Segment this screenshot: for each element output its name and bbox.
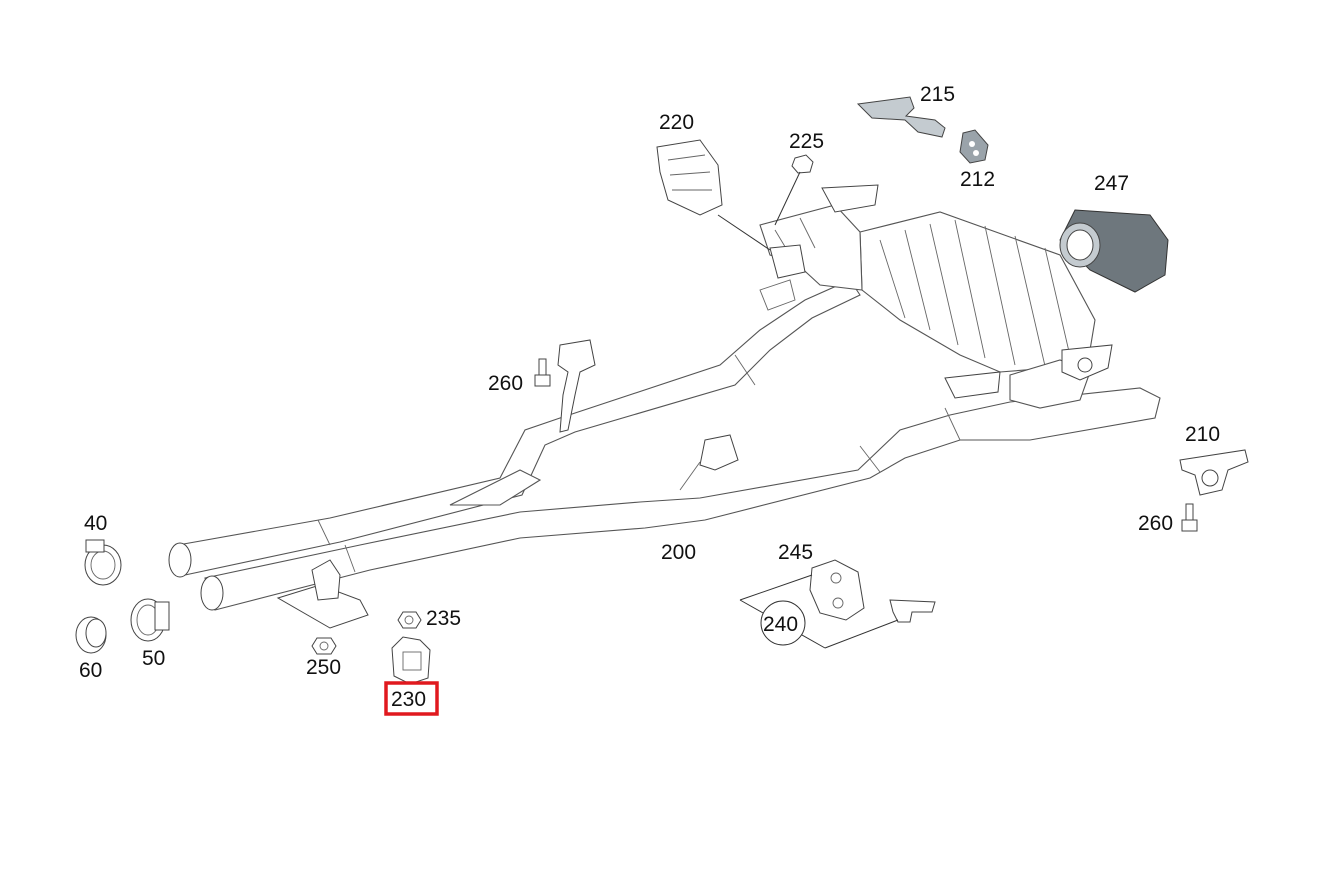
exhaust-tip-247 (1059, 209, 1169, 293)
bolt-260-right (1181, 503, 1198, 532)
label-235: 235 (426, 607, 461, 630)
label-210: 210 (1185, 423, 1220, 446)
highlight-box-230 (384, 681, 439, 716)
sleeve-60 (75, 616, 107, 654)
label-40: 40 (84, 512, 107, 535)
bracket-240-component (889, 599, 936, 623)
label-50: 50 (142, 647, 165, 670)
label-212: 212 (960, 168, 995, 191)
rubber-mount-245 (809, 559, 865, 621)
rubber-mount-212 (959, 129, 989, 164)
label-225: 225 (789, 130, 824, 153)
label-200: 200 (661, 541, 696, 564)
label-240: 240 (763, 613, 798, 636)
clamp-50 (130, 598, 170, 642)
label-247: 247 (1094, 172, 1129, 195)
label-215: 215 (920, 83, 955, 106)
label-250: 250 (306, 656, 341, 679)
label-230[interactable]: 230 (391, 688, 426, 711)
exhaust-assembly (168, 184, 1161, 629)
label-245: 245 (778, 541, 813, 564)
label-60: 60 (79, 659, 102, 682)
nut-225 (774, 154, 814, 226)
bolt-260-left (534, 358, 551, 387)
actuator-220 (656, 139, 771, 251)
label-260-right: 260 (1138, 512, 1173, 535)
clamp-40 (84, 539, 122, 586)
nut-250 (311, 637, 337, 655)
label-220: 220 (659, 111, 694, 134)
hanger-210 (1179, 449, 1249, 496)
label-260-left: 260 (488, 372, 523, 395)
bracket-215 (856, 96, 946, 138)
kit-240-circle (760, 600, 806, 646)
part-labels: 40 50 60 200 210 212 215 220 225 235 240… (79, 83, 1220, 716)
nut-235 (397, 611, 422, 629)
rubber-mount-230 (391, 636, 431, 685)
